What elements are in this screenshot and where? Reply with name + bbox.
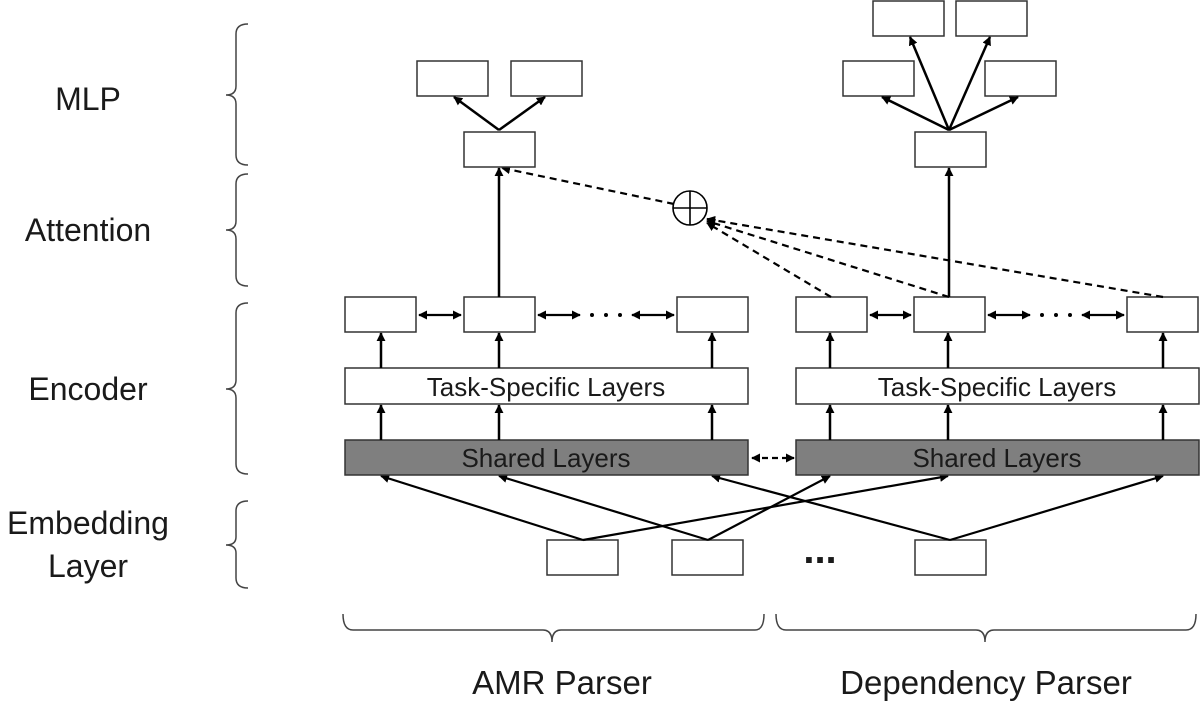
- amr-parser-label: AMR Parser: [472, 664, 652, 701]
- edge-emb1-dep-shared-mid: [582, 472, 949, 542]
- amr-shared-layers-label: Shared Layers: [461, 443, 630, 473]
- attention-edge-dep-state-2: [706, 219, 950, 299]
- attention-edge-dep-state-3: [706, 215, 1164, 299]
- dep-mlp-output-3: [872, 0, 945, 37]
- dep-mlp-output-2: [984, 60, 1057, 97]
- edge-emb3-dep-shared-right: [949, 474, 1164, 542]
- dep-shared-layers: [795, 439, 1200, 476]
- embedding-ellipsis: ...: [803, 528, 836, 572]
- embedding-box-3: [914, 539, 987, 576]
- dep-mlp-hidden: [914, 131, 987, 168]
- amr-encoder-state-2: [463, 296, 536, 333]
- row-label-embedding-line1: Embedding: [7, 505, 169, 541]
- edge-emb2-dep-shared-left: [707, 475, 831, 541]
- row-label-embedding-line2: Layer: [48, 548, 128, 584]
- amr-task-specific-layers: [344, 367, 749, 405]
- amr-recurrence-dot-2: [604, 313, 608, 317]
- brace-dependency-parser: [775, 613, 1197, 643]
- amr-mlp-hidden: [463, 131, 536, 168]
- edge-amr-mlp-out-2: [498, 95, 546, 132]
- edge-dep-mlp-out-1: [881, 95, 950, 132]
- edge-dep-mlp-out-4: [947, 36, 992, 131]
- dep-encoder-state-3: [1126, 296, 1199, 333]
- row-label-mlp: MLP: [55, 81, 121, 117]
- amr-task-specific-layers-label: Task-Specific Layers: [427, 372, 665, 402]
- attention-edge-to-amr-mlp: [501, 165, 675, 206]
- embedding-box-2: [671, 539, 744, 576]
- edge-emb3-amr-shared-right: [711, 473, 951, 542]
- dep-recurrence-dot-3: [1068, 313, 1072, 317]
- dep-task-specific-layers: [795, 367, 1200, 405]
- edge-dep-mlp-out-3: [908, 36, 951, 131]
- brace-encoder: [225, 302, 249, 475]
- amr-recurrence-dot-1: [590, 313, 594, 317]
- dep-encoder-state-2: [913, 296, 986, 333]
- row-label-encoder: Encoder: [28, 371, 148, 407]
- embedding-box-1: [546, 539, 619, 576]
- edge-amr-mlp-out-1: [453, 95, 500, 132]
- dep-mlp-output-1: [842, 60, 915, 97]
- row-label-attention: Attention: [25, 212, 151, 248]
- dep-recurrence-dot-1: [1040, 313, 1044, 317]
- amr-mlp-output-2: [510, 60, 583, 97]
- brace-attention: [225, 173, 249, 287]
- brace-mlp: [225, 23, 249, 166]
- dependency-parser-label: Dependency Parser: [840, 664, 1132, 701]
- brace-embedding: [225, 500, 249, 589]
- edge-dep-mlp-out-2: [948, 95, 1019, 132]
- dep-mlp-output-4: [955, 0, 1028, 37]
- dep-encoder-state-1: [795, 296, 868, 333]
- dep-task-specific-layers-label: Task-Specific Layers: [878, 372, 1116, 402]
- attention-sum-icon: [672, 190, 708, 226]
- amr-encoder-state-3: [676, 296, 749, 333]
- edge-emb2-amr-shared-mid: [498, 474, 709, 542]
- amr-shared-layers: [344, 439, 749, 476]
- amr-mlp-output-1: [416, 60, 489, 97]
- amr-recurrence-dot-3: [618, 313, 622, 317]
- brace-amr-parser: [342, 613, 765, 643]
- attention-edge-dep-state-1: [706, 222, 832, 298]
- dep-recurrence-dot-2: [1054, 313, 1058, 317]
- dep-shared-layers-label: Shared Layers: [912, 443, 1081, 473]
- edge-emb1-amr-shared-left: [380, 474, 584, 542]
- amr-encoder-state-1: [344, 296, 417, 333]
